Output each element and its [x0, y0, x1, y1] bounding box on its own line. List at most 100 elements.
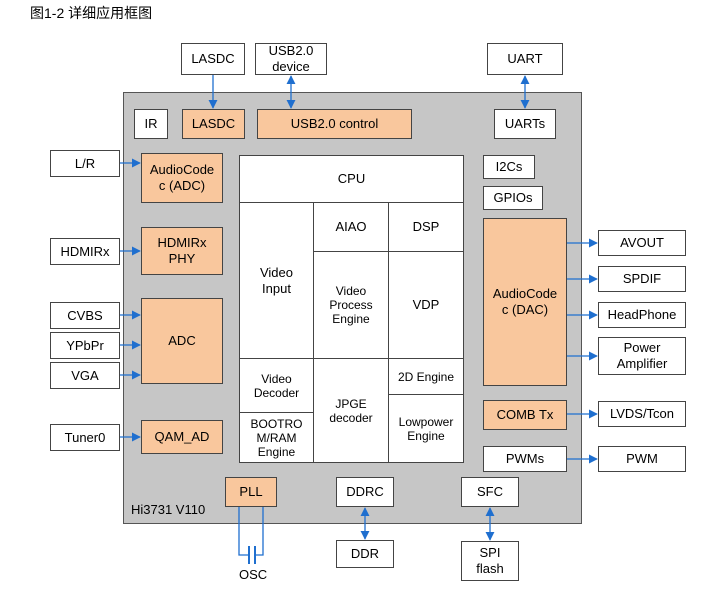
- gpios-label: GPIOs: [493, 190, 533, 205]
- link-osc-left: [238, 507, 248, 556]
- hdmirx-phy-line2: PHY: [168, 251, 196, 266]
- qam-ad-label: QAM_AD: [154, 429, 210, 444]
- ext-headphone-label: HeadPhone: [607, 307, 677, 322]
- lowpower-line1: Lowpower: [398, 414, 454, 429]
- ext-tuner: Tuner0: [50, 424, 120, 451]
- ext-pwm: PWM: [598, 446, 686, 472]
- aiao-box: AIAO: [313, 202, 389, 252]
- jpge-line1: JPGE: [335, 396, 367, 411]
- vpe-line1: Video: [335, 284, 367, 298]
- engine-2d-box: 2D Engine: [388, 358, 464, 395]
- ext-usb-device-line2: device: [272, 59, 310, 74]
- ir-block: IR: [134, 109, 168, 139]
- figure-caption: 图1-2 详细应用框图: [30, 5, 153, 21]
- ext-cvbs: CVBS: [50, 302, 120, 329]
- chip-name: Hi3731 V110: [131, 502, 206, 517]
- link-osc-right: [256, 507, 264, 556]
- ext-uart: UART: [487, 43, 563, 75]
- video-input-line2: Input: [262, 280, 291, 296]
- ext-vga-label: VGA: [71, 367, 99, 383]
- bootrom-line1: BOOTRO: [250, 416, 303, 431]
- video-decoder-line1: Video: [261, 371, 292, 386]
- usb-control-label: USB2.0 control: [290, 116, 379, 131]
- uarts-label: UARTs: [504, 116, 546, 131]
- ddrc-block: DDRC: [336, 477, 394, 507]
- sfc-label: SFC: [477, 484, 503, 499]
- cpu-box: CPU: [239, 155, 464, 203]
- engine-2d-label: 2D Engine: [397, 369, 455, 384]
- ext-ypbpr: YPbPr: [50, 332, 120, 359]
- pll-block: PLL: [225, 477, 277, 507]
- ext-avout: AVOUT: [598, 230, 686, 256]
- ext-lasdc: LASDC: [181, 43, 245, 75]
- video-decoder-line2: Decoder: [253, 385, 300, 400]
- cpu-label: CPU: [337, 171, 366, 186]
- vpe-line2: Process: [329, 298, 373, 312]
- ext-vga: VGA: [50, 362, 120, 389]
- vdp-label: VDP: [412, 297, 440, 312]
- ext-uart-label: UART: [507, 51, 543, 66]
- ir-label: IR: [144, 116, 158, 131]
- ext-avout-label: AVOUT: [620, 235, 664, 250]
- comb-tx-block: COMB Tx: [483, 400, 567, 430]
- audio-adc-line2: c (ADC): [158, 178, 206, 193]
- aiao-label: AIAO: [335, 219, 367, 234]
- ext-spi-flash-line1: SPI: [479, 545, 501, 560]
- pwms-label: PWMs: [505, 451, 545, 466]
- i2cs-label: I2Cs: [495, 159, 523, 174]
- pll-label: PLL: [239, 484, 263, 499]
- ext-hdmirx: HDMIRx: [50, 238, 120, 265]
- ext-power-amp-line1: Power: [623, 340, 661, 355]
- bootrom-line3: Engine: [257, 444, 296, 459]
- ext-lvds-label: LVDS/Tcon: [609, 406, 675, 421]
- lasdc-block: LASDC: [182, 109, 245, 139]
- ext-lasdc-label: LASDC: [191, 51, 235, 66]
- usb-control-block: USB2.0 control: [257, 109, 412, 139]
- audio-dac-line1: AudioCode: [492, 286, 558, 301]
- crystal-symbol: [248, 546, 256, 564]
- comb-tx-label: COMB Tx: [496, 407, 554, 422]
- jpge-line2: decoder: [329, 410, 373, 425]
- pwms-block: PWMs: [483, 446, 567, 472]
- ext-hdmirx-label: HDMIRx: [60, 243, 110, 259]
- lowpower-line2: Engine: [407, 428, 445, 443]
- ext-spdif-label: SPDIF: [622, 271, 662, 286]
- vdp-box: VDP: [388, 251, 464, 359]
- ext-lvds: LVDS/Tcon: [598, 401, 686, 427]
- ext-pwm-label: PWM: [626, 451, 658, 466]
- audio-dac-line2: c (DAC): [501, 302, 549, 317]
- ext-spdif: SPDIF: [598, 266, 686, 292]
- ext-ypbpr-label: YPbPr: [66, 337, 104, 353]
- osc-label: OSC: [239, 567, 268, 582]
- vpe-line3: Engine: [332, 312, 370, 326]
- ext-lr: L/R: [50, 150, 120, 177]
- video-input-line1: Video: [259, 264, 293, 280]
- adc-label: ADC: [168, 333, 196, 348]
- lasdc-label: LASDC: [191, 116, 236, 131]
- ext-power-amp-line2: Amplifier: [616, 356, 668, 371]
- ext-tuner-label: Tuner0: [64, 429, 106, 445]
- uarts-block: UARTs: [494, 109, 556, 139]
- adc-block: ADC: [141, 298, 223, 384]
- qam-ad-block: QAM_AD: [141, 420, 223, 454]
